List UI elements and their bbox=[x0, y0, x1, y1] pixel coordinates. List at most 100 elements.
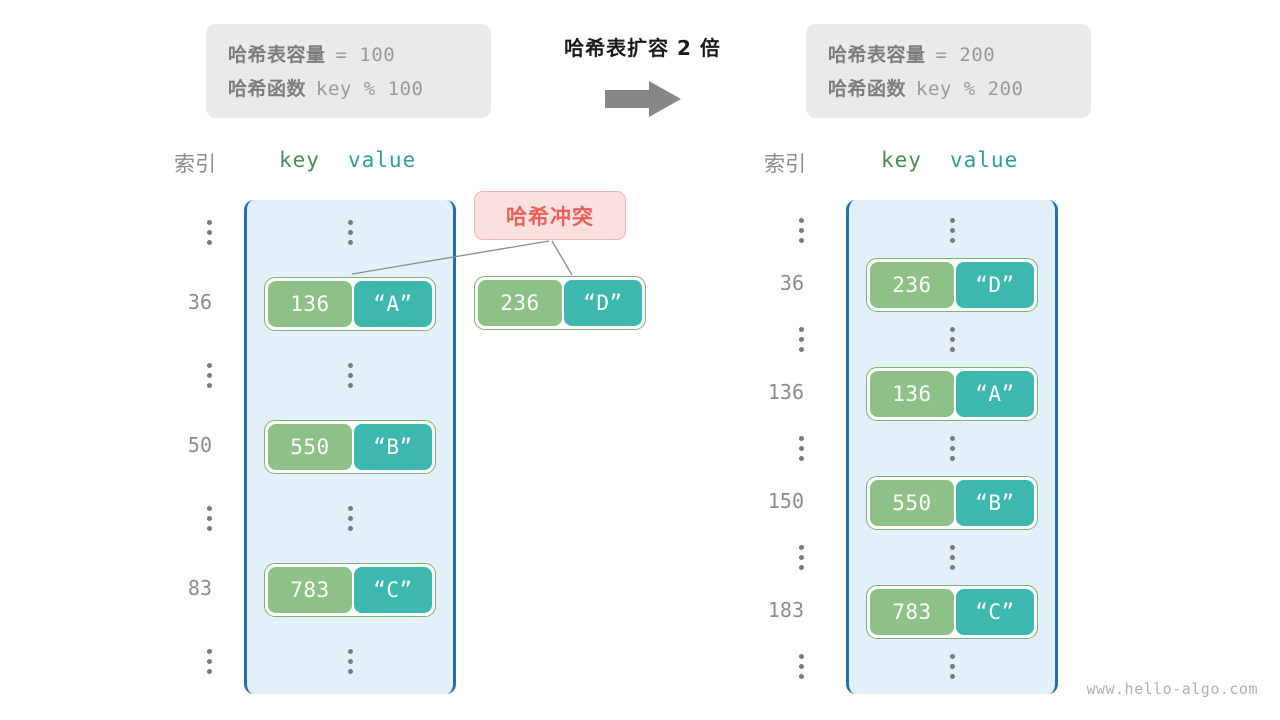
left-header-value: value bbox=[348, 148, 417, 172]
key-cell: 236 bbox=[870, 261, 954, 308]
index-ellipsis-dots bbox=[207, 648, 212, 674]
right-function-line: 哈希函数 key % 200 bbox=[828, 72, 1069, 106]
index-label: 83 bbox=[187, 575, 212, 600]
connector-to-colliding-entry bbox=[551, 240, 573, 276]
left-function-expr: key % 100 bbox=[316, 78, 424, 100]
bucket-ellipsis-dots bbox=[347, 505, 353, 531]
index-ellipsis bbox=[150, 218, 212, 246]
index-ellipsis bbox=[742, 652, 804, 680]
right-capacity-expr: = 200 bbox=[935, 44, 996, 66]
kv-pair: 136“A” bbox=[866, 366, 1038, 421]
colliding-key-cell: 236 bbox=[478, 280, 562, 326]
index-ellipsis-dots bbox=[799, 326, 804, 352]
key-cell: 136 bbox=[268, 280, 352, 327]
index-ellipsis-dots bbox=[207, 219, 212, 245]
bucket-ellipsis-dots bbox=[347, 648, 353, 674]
bucket-entry: 236“D” bbox=[846, 257, 1058, 312]
key-cell: 550 bbox=[268, 423, 352, 470]
bucket-ellipsis bbox=[846, 639, 1058, 693]
bucket-ellipsis-dots bbox=[347, 219, 353, 245]
key-cell: 783 bbox=[870, 588, 954, 635]
kv-pair: 550“B” bbox=[264, 419, 436, 474]
left-function-label: 哈希函数 bbox=[228, 78, 307, 100]
bucket-ellipsis-dots bbox=[347, 362, 353, 388]
right-function-label: 哈希函数 bbox=[828, 78, 907, 100]
index-ellipsis-dots bbox=[207, 362, 212, 388]
bucket-ellipsis bbox=[846, 530, 1058, 584]
index-ellipsis-dots bbox=[799, 544, 804, 570]
bucket-ellipsis-dots bbox=[949, 653, 955, 679]
right-hash-config-box: 哈希表容量 = 200 哈希函数 key % 200 bbox=[806, 24, 1091, 118]
bucket-ellipsis bbox=[244, 634, 456, 688]
left-header-index: 索引 bbox=[174, 152, 216, 176]
index-label: 50 bbox=[187, 432, 212, 457]
bucket-ellipsis bbox=[846, 312, 1058, 366]
bucket-ellipsis-dots bbox=[949, 326, 955, 352]
colliding-value-cell: “D” bbox=[563, 280, 642, 326]
value-cell: “B” bbox=[955, 479, 1034, 526]
kv-pair: 783“C” bbox=[264, 562, 436, 617]
resize-title: 哈希表扩容 2 倍 bbox=[564, 36, 721, 60]
bucket-ellipsis-dots bbox=[949, 544, 955, 570]
left-header-key: key bbox=[279, 148, 320, 172]
value-cell: “B” bbox=[353, 423, 432, 470]
left-column-headers: 索引 key value bbox=[0, 148, 640, 178]
hash-collision-badge: 哈希冲突 bbox=[474, 191, 626, 240]
index-label: 36 bbox=[187, 289, 212, 314]
right-header-value: value bbox=[950, 148, 1019, 172]
left-hash-config-box: 哈希表容量 = 100 哈希函数 key % 100 bbox=[206, 24, 491, 118]
kv-pair: 550“B” bbox=[866, 475, 1038, 530]
index-label: 36 bbox=[779, 270, 804, 295]
kv-pair: 783“C” bbox=[866, 584, 1038, 639]
right-header-key: key bbox=[881, 148, 922, 172]
index-ellipsis bbox=[150, 504, 212, 532]
left-function-line: 哈希函数 key % 100 bbox=[228, 72, 469, 106]
bucket-ellipsis bbox=[244, 205, 456, 259]
kv-pair: 136“A” bbox=[264, 276, 436, 331]
right-capacity-label: 哈希表容量 bbox=[828, 44, 926, 66]
index-ellipsis-dots bbox=[207, 505, 212, 531]
index-ellipsis bbox=[742, 434, 804, 462]
bucket-entry: 136“A” bbox=[244, 276, 456, 331]
key-cell: 550 bbox=[870, 479, 954, 526]
right-column-headers: 索引 key value bbox=[640, 148, 1280, 178]
key-cell: 783 bbox=[268, 566, 352, 613]
bucket-entry: 783“C” bbox=[244, 562, 456, 617]
bucket-ellipsis-dots bbox=[949, 435, 955, 461]
value-cell: “A” bbox=[955, 370, 1034, 417]
bucket-ellipsis bbox=[846, 203, 1058, 257]
index-ellipsis-dots bbox=[799, 653, 804, 679]
right-capacity-line: 哈希表容量 = 200 bbox=[828, 38, 1069, 72]
bucket-ellipsis-dots bbox=[949, 217, 955, 243]
index-ellipsis bbox=[742, 543, 804, 571]
colliding-kv-pair: 236 “D” bbox=[474, 276, 646, 330]
value-cell: “A” bbox=[353, 280, 432, 327]
bucket-ellipsis bbox=[244, 348, 456, 402]
index-ellipsis bbox=[150, 647, 212, 675]
index-ellipsis-dots bbox=[799, 217, 804, 243]
value-cell: “C” bbox=[353, 566, 432, 613]
right-function-expr: key % 200 bbox=[916, 78, 1024, 100]
value-cell: “C” bbox=[955, 588, 1034, 635]
bucket-entry: 550“B” bbox=[846, 475, 1058, 530]
kv-pair: 236“D” bbox=[866, 257, 1038, 312]
index-label: 150 bbox=[767, 488, 804, 513]
value-cell: “D” bbox=[955, 261, 1034, 308]
index-label: 183 bbox=[767, 597, 804, 622]
index-ellipsis-dots bbox=[799, 435, 804, 461]
watermark: www.hello-algo.com bbox=[1086, 680, 1258, 698]
index-label: 136 bbox=[767, 379, 804, 404]
bucket-entry: 550“B” bbox=[244, 419, 456, 474]
index-ellipsis bbox=[150, 361, 212, 389]
key-cell: 136 bbox=[870, 370, 954, 417]
index-ellipsis bbox=[742, 216, 804, 244]
bucket-entry: 136“A” bbox=[846, 366, 1058, 421]
right-header-index: 索引 bbox=[764, 152, 806, 176]
bucket-ellipsis bbox=[244, 491, 456, 545]
right-arrow-icon bbox=[605, 81, 681, 117]
index-ellipsis bbox=[742, 325, 804, 353]
left-capacity-label: 哈希表容量 bbox=[228, 44, 326, 66]
left-capacity-line: 哈希表容量 = 100 bbox=[228, 38, 469, 72]
left-capacity-expr: = 100 bbox=[335, 44, 396, 66]
